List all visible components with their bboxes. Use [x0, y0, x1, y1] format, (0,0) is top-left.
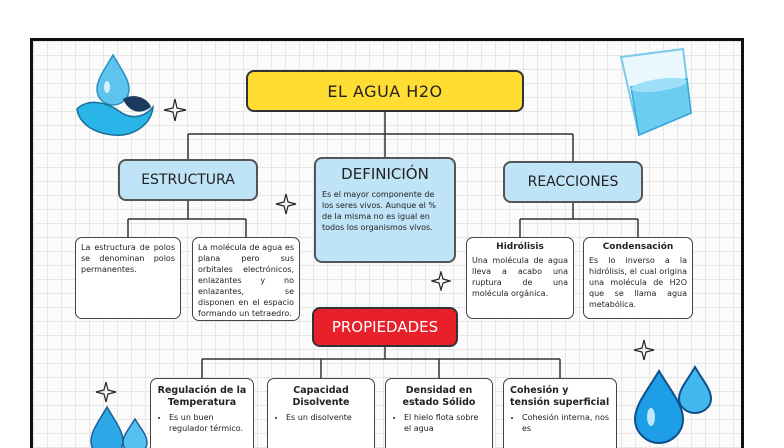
property-title: Cohesión y tensión superficial [510, 385, 610, 408]
property-title: Densidad en estado Sólido [402, 385, 476, 408]
property-bullet: Es un buen regulador térmico. [169, 412, 247, 434]
connector-lines [127, 112, 639, 378]
condensacion-box: Condensación Es lo inverso a la hidrólis… [583, 237, 693, 319]
property-title: Regulación de la Temperatura [157, 385, 247, 408]
property-box-temperatura: Regulación de la Temperatura Es un buen … [150, 378, 254, 448]
reacciones-node: REACCIONES [503, 161, 643, 203]
property-bullet: El hielo flota sobre el agua [404, 412, 486, 434]
condensacion-text: Es lo inverso a la hidrólisis, el cual o… [589, 256, 687, 309]
water-glass-icon [619, 47, 693, 137]
estructura-node: ESTRUCTURA [118, 159, 258, 201]
condensacion-title: Condensación [602, 242, 674, 252]
definicion-heading: DEFINICIÓN [341, 165, 429, 183]
hidrolisis-box: Hidrólisis Una molécula de agua lleva a … [466, 237, 574, 319]
sparkle-icon [275, 193, 297, 215]
water-drops-icon [633, 364, 713, 445]
property-bullet: Es un disolvente [286, 412, 368, 423]
sparkle-icon [431, 271, 451, 291]
definicion-node: DEFINICIÓN Es el mayor componente de los… [314, 157, 456, 263]
hidrolisis-text: Una molécula de agua lleva a acabo una r… [472, 256, 568, 298]
sparkle-icon [633, 339, 655, 361]
sparkle-icon [95, 381, 117, 403]
property-title: Capacidad Disolvente [292, 385, 350, 408]
main-title: EL AGUA H2O [246, 70, 524, 112]
property-bullet: Cohesión interna, nos es [522, 412, 610, 434]
property-box-disolvente: Capacidad Disolvente Es un disolvente [267, 378, 375, 448]
water-splash-icon [76, 53, 155, 136]
polos-box: La estructura de polos se denominan polo… [75, 237, 181, 319]
definicion-text: Es el mayor componente de los seres vivo… [322, 190, 437, 232]
sparkle-icon [163, 98, 187, 122]
plana-box: La molécula de agua es plana pero sus or… [192, 237, 300, 321]
property-box-densidad: Densidad en estado Sólido El hielo flota… [385, 378, 493, 448]
property-box-cohesion: Cohesión y tensión superficial Cohesión … [503, 378, 617, 448]
propiedades-node: PROPIEDADES [312, 307, 458, 347]
mind-map-frame: EL AGUA H2O ESTRUCTURA DEFINICIÓN Es el … [30, 38, 744, 448]
hidrolisis-title: Hidrólisis [496, 242, 544, 252]
